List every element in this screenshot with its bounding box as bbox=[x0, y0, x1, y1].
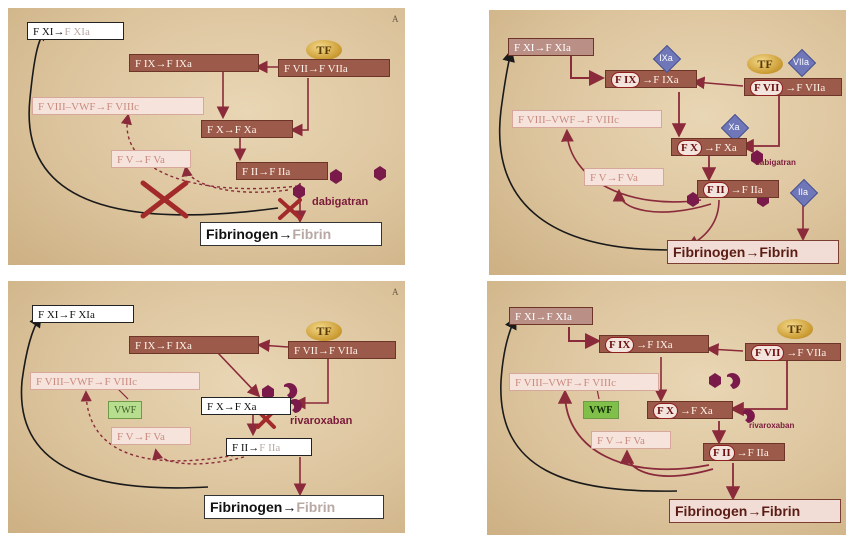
factor-xa-label: →F Xa bbox=[680, 405, 713, 417]
factor-x-circled: F X bbox=[653, 403, 679, 419]
dabigatran-label: dabigatran bbox=[755, 158, 796, 167]
panel-rivaroxaban-classic: A F XI→F XIa F IX→F IXa TF F VII→F VIIa … bbox=[8, 281, 405, 533]
fibrinogen-label: Fibrinogen→ bbox=[206, 226, 293, 242]
factor-xi-box: F XI→F XIa bbox=[509, 307, 593, 325]
factor-viii-box: F VIII–VWF→F VIIIc bbox=[509, 373, 659, 391]
panel-rivaroxaban-detailed: F XI→F XIa F IX→F IXa TF F VII→F VIIa F … bbox=[487, 281, 846, 535]
factor-viia-label: →F VIIa bbox=[786, 347, 827, 359]
factor-xi-box: F XI→F XIa bbox=[27, 22, 124, 40]
factor-v-box: F V→F Va bbox=[111, 427, 191, 445]
factor-x-circled: F X bbox=[677, 140, 703, 156]
inhibition-cross-large bbox=[140, 180, 189, 219]
factor-x-box: F X→F Xa bbox=[671, 138, 747, 156]
vwf-box: VWF bbox=[583, 401, 619, 419]
rivaroxaban-label: rivaroxaban bbox=[290, 415, 353, 427]
factor-iia-label: →F IIa bbox=[736, 447, 769, 459]
factor-ii-box: F II→F IIa bbox=[703, 443, 785, 461]
factor-vii-circled: F VII bbox=[750, 80, 784, 96]
factor-ii-label: F II→ bbox=[232, 442, 260, 454]
xa-diamond-icon: Xa bbox=[720, 113, 750, 143]
inhibition-cross-small bbox=[278, 198, 302, 220]
factor-ixa-label: →F IXa bbox=[636, 339, 673, 351]
rivaroxaban-molecules bbox=[709, 373, 755, 423]
fibrinogen-label: Fibrinogen→ bbox=[210, 499, 297, 515]
factor-xi-label: F XI→ bbox=[33, 26, 65, 38]
pathway-arrows bbox=[500, 316, 788, 501]
tissue-factor-badge: TF bbox=[306, 40, 342, 60]
factor-ix-box: F IX→F IXa bbox=[129, 336, 259, 354]
factor-ix-box: F IX→F IXa bbox=[605, 70, 697, 88]
factor-ixa-label: →F IXa bbox=[642, 74, 679, 86]
panel-dabigatran-classic: A F XI→F XIa F IX→F IXa TF F VII→F VIIa … bbox=[8, 8, 405, 265]
fibrin-label: Fibrin bbox=[296, 499, 336, 515]
factor-viii-box: F VIII–VWF→F VIIIc bbox=[30, 372, 200, 390]
fibrinogen-box: Fibrinogen→Fibrin bbox=[204, 495, 384, 519]
iia-diamond-icon: IIa bbox=[789, 178, 819, 208]
fibrinogen-box: Fibrinogen→Fibrin bbox=[200, 222, 382, 246]
factor-iia-label: F IIa bbox=[259, 442, 281, 454]
factor-ix-box: F IX→F IXa bbox=[599, 335, 709, 353]
factor-viii-box: F VIII–VWF→F VIIIc bbox=[32, 97, 204, 115]
factor-vii-box: F VII→F VIIa bbox=[745, 343, 841, 361]
factor-xi-box: F XI→F XIa bbox=[508, 38, 594, 56]
dabigatran-molecules bbox=[293, 166, 386, 199]
factor-viii-box: F VIII–VWF→F VIIIc bbox=[512, 110, 662, 128]
fibrin-label: Fibrin bbox=[292, 226, 332, 242]
factor-ix-circled: F IX bbox=[611, 72, 641, 88]
factor-ix-box: F IX→F IXa bbox=[129, 54, 259, 72]
panel-dabigatran-detailed: F XI→F XIa F IX→F IXa IXa TF VIIa F VII→… bbox=[489, 10, 846, 275]
factor-xa-label: →F Xa bbox=[704, 142, 737, 154]
factor-vii-box: F VII→F VIIa bbox=[288, 341, 396, 359]
ixa-diamond-icon: IXa bbox=[652, 44, 682, 74]
factor-iia-label: →F IIa bbox=[730, 184, 763, 196]
pathway-arrows bbox=[28, 27, 386, 224]
factor-ii-box: F II→F IIa bbox=[236, 162, 328, 180]
factor-vii-box: F VII→F VIIa bbox=[278, 59, 390, 77]
rivaroxaban-molecules bbox=[262, 383, 302, 413]
factor-ii-circled: F II bbox=[703, 182, 729, 198]
factor-x-box: F X→F Xa bbox=[201, 397, 291, 415]
factor-xia-label: F XIa bbox=[64, 26, 90, 38]
tissue-factor-badge: TF bbox=[777, 319, 813, 339]
rivaroxaban-label: rivaroxaban bbox=[749, 421, 795, 430]
panel-corner-letter: A bbox=[392, 287, 399, 297]
factor-vii-box: F VII→F VIIa bbox=[744, 78, 842, 96]
factor-ii-circled: F II bbox=[709, 445, 735, 461]
vwf-box: VWF bbox=[108, 401, 142, 419]
factor-v-box: F V→F Va bbox=[591, 431, 671, 449]
viia-diamond-icon: VIIa bbox=[787, 48, 817, 78]
factor-ix-circled: F IX bbox=[605, 337, 635, 353]
factor-ii-box: F II→F IIa bbox=[226, 438, 312, 456]
factor-xi-box: F XI→F XIa bbox=[32, 305, 134, 323]
fibrinogen-box: Fibrinogen→Fibrin bbox=[669, 499, 841, 523]
factor-v-box: F V→F Va bbox=[584, 168, 664, 186]
factor-x-box: F X→F Xa bbox=[201, 120, 293, 138]
factor-ii-box: F II→F IIa bbox=[697, 180, 779, 198]
dabigatran-label: dabigatran bbox=[312, 196, 369, 208]
factor-viia-label: →F VIIa bbox=[785, 82, 826, 94]
panel-corner-letter: A bbox=[392, 14, 399, 24]
factor-v-box: F V→F Va bbox=[111, 150, 191, 168]
factor-x-box: F X→F Xa bbox=[647, 401, 733, 419]
fibrinogen-box: Fibrinogen→Fibrin bbox=[667, 240, 839, 264]
tissue-factor-badge: TF bbox=[306, 321, 342, 341]
factor-vii-circled: F VII bbox=[751, 345, 785, 361]
tissue-factor-badge: TF bbox=[747, 54, 783, 74]
